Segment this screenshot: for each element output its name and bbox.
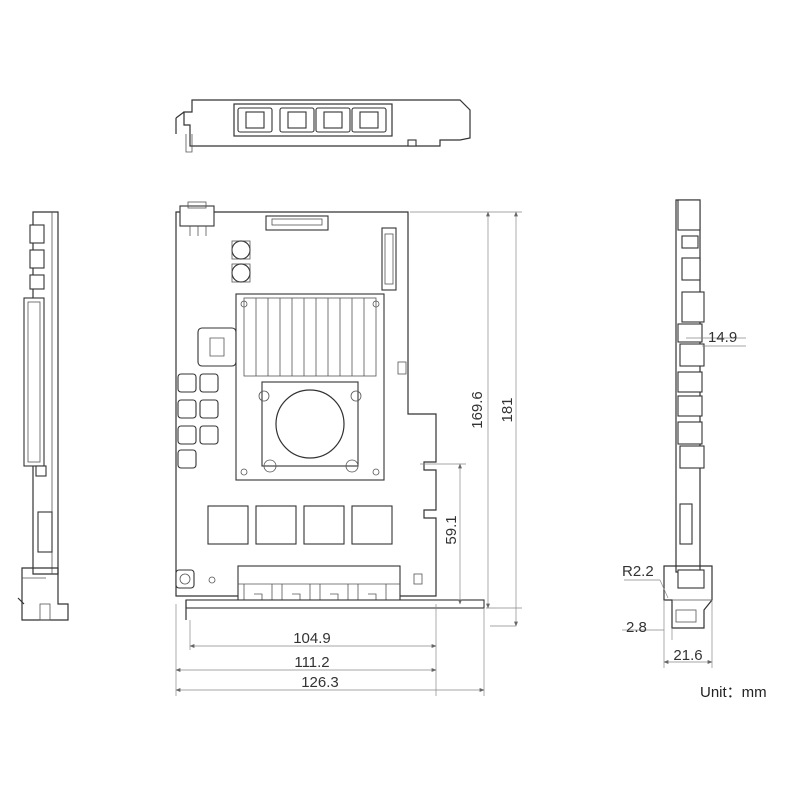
dim-width-mid: 111.2 [294,654,329,671]
dimension-labels: 104.9 111.2 126.3 169.6 181 59.1 14.9 R2… [293,329,766,701]
top-view [175,99,471,153]
dim-height-lower: 59.1 [443,515,460,544]
dim-width-outer: 126.3 [301,674,339,691]
capacitor-grid [177,373,219,469]
unit-label: Unit：mm [700,684,767,701]
dim-height-total: 181 [499,397,516,422]
dim-tab-offset: 2.8 [626,619,647,636]
dimension-lines [175,211,746,696]
dim-width-inner: 104.9 [293,630,331,647]
dim-radius: R2.2 [622,563,654,580]
dim-side-thickness: 14.9 [708,329,737,346]
magnetics-row [207,505,393,545]
right-side-view [663,199,713,629]
top-rj45-ports [237,107,387,133]
left-side-view [17,211,69,621]
dim-height-board: 169.6 [469,391,486,429]
dim-bracket-depth: 21.6 [673,647,702,664]
front-view [175,201,485,620]
front-rj45-block [237,565,401,603]
heatsink [235,293,385,481]
